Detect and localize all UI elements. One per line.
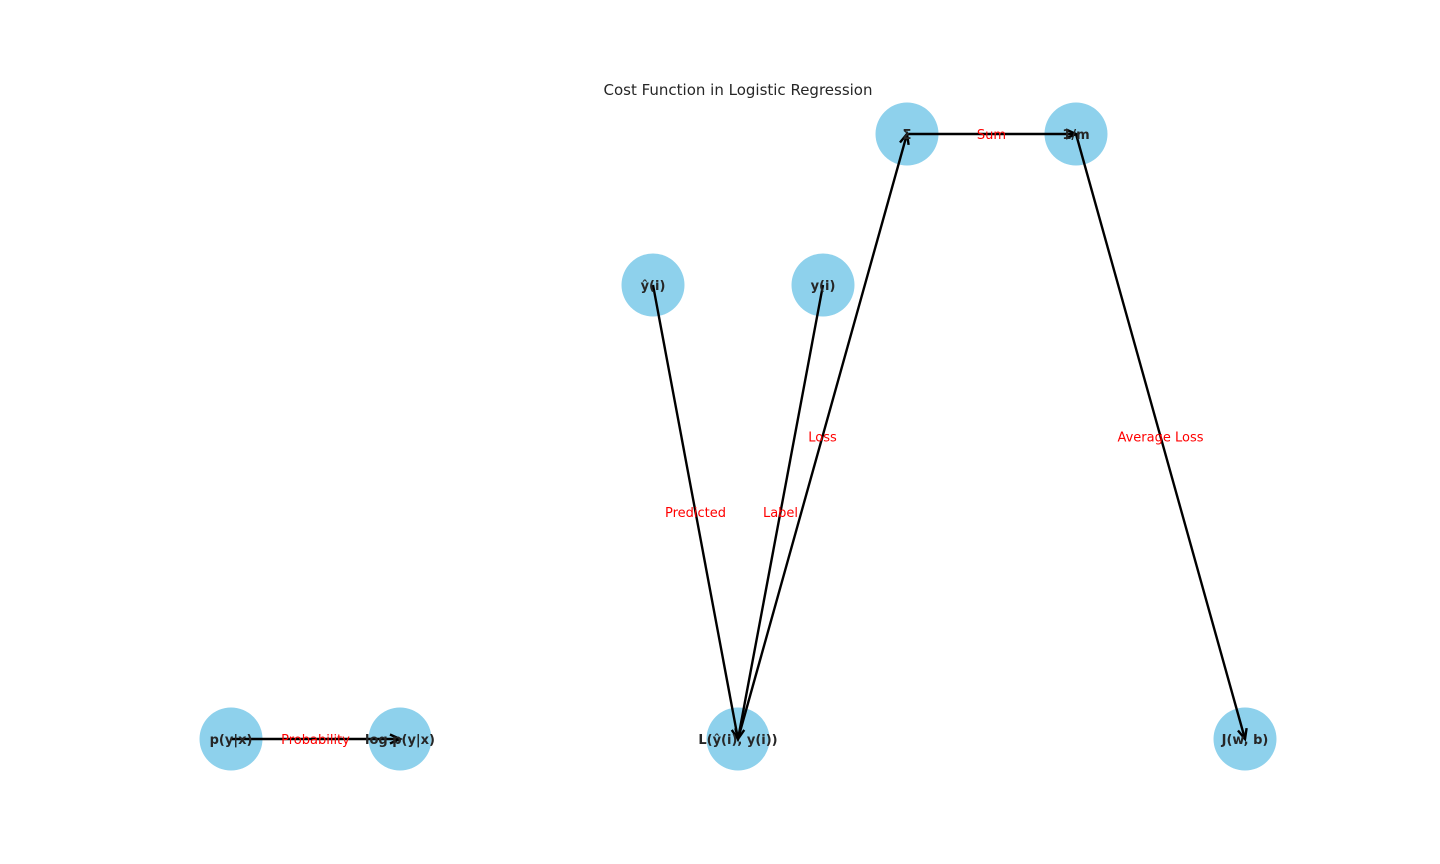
- edge-m-J: [1074, 133, 1247, 740]
- node-labels-layer: p(y|x) log p(y|x) ŷ(i) y(i) L(ŷ(i), y(i)) Σ 1/…: [210, 128, 1269, 748]
- edge-yhat-L: [651, 284, 740, 740]
- edge-label-m-J: Average Loss: [1117, 431, 1203, 446]
- edge-label-sigma-m: Sum: [977, 128, 1006, 143]
- edge-label-L-sigma: Loss: [808, 431, 837, 446]
- node-label-p: p(y|x): [210, 733, 253, 748]
- edge-y-L: [736, 284, 825, 740]
- arrowhead-m-J: [1237, 727, 1248, 742]
- node-label-sigma: Σ: [903, 128, 912, 143]
- arrowhead-p-logp: [389, 733, 403, 745]
- edge-L-sigma: [736, 133, 909, 740]
- edge-label-p-logp: Probability: [281, 733, 350, 748]
- node-label-L: L(ŷ(i), y(i)): [698, 733, 777, 748]
- nodes-layer: [199, 102, 1277, 771]
- node-label-J: J(w, b): [1221, 733, 1269, 748]
- diagram-title: Cost Function in Logistic Regression: [603, 81, 872, 99]
- edges-layer: [231, 128, 1248, 745]
- edge-labels-layer: Probability Predicted Label Loss SumAverage …: [281, 128, 1204, 748]
- node-label-m: 1/m: [1062, 128, 1089, 143]
- edge-label-yhat-L: Predicted: [665, 506, 726, 521]
- node-label-yhat: ŷ(i): [641, 279, 666, 294]
- node-label-y: y(i): [811, 279, 836, 294]
- node-label-logp: log p(y|x): [365, 733, 435, 748]
- edge-label-y-L: Label: [763, 506, 798, 521]
